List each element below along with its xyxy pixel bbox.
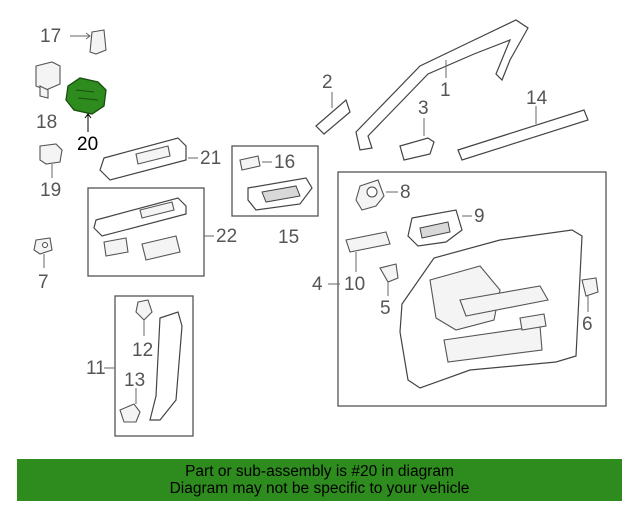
banner-line-1: Part or sub-assembly is #20 in diagram — [185, 463, 454, 480]
part-19: 19 — [39, 143, 63, 201]
callout-3: 3 — [418, 98, 429, 119]
part-7: 7 — [33, 237, 53, 293]
callout-18: 18 — [36, 112, 57, 133]
callout-1: 1 — [440, 80, 451, 101]
banner-line-2: Diagram may not be specific to your vehi… — [169, 480, 470, 497]
callout-2: 2 — [322, 72, 333, 93]
part-21: 21 — [99, 137, 221, 181]
part-3: 3 — [399, 98, 435, 161]
callout-16: 16 — [274, 152, 295, 173]
part-11-group: 12 13 11 — [86, 295, 194, 437]
callout-8: 8 — [400, 182, 411, 203]
callout-5: 5 — [380, 298, 391, 319]
part-18: 18 — [35, 61, 61, 133]
part-15-group: 16 15 — [231, 145, 319, 248]
part-1: 1 — [355, 19, 529, 151]
callout-6: 6 — [582, 314, 593, 335]
callout-21: 21 — [200, 148, 221, 169]
callout-22: 22 — [216, 226, 237, 247]
callout-10: 10 — [344, 274, 365, 295]
callout-13: 13 — [124, 370, 145, 391]
callout-9: 9 — [474, 206, 485, 227]
callout-14: 14 — [526, 88, 548, 109]
part-14: 14 — [457, 88, 589, 161]
callout-20: 20 — [77, 134, 98, 155]
callout-17: 17 — [40, 26, 61, 47]
parts-diagram: 17 18 20 19 7 21 — [33, 19, 607, 437]
callout-15: 15 — [278, 227, 299, 248]
info-banner: Part or sub-assembly is #20 in diagram D… — [17, 459, 622, 501]
callout-11: 11 — [86, 358, 106, 379]
callout-4: 4 — [312, 274, 323, 295]
door-panel-group: 8 9 10 4 5 6 — [312, 171, 607, 407]
part-2: 2 — [315, 72, 351, 135]
callout-7: 7 — [38, 272, 49, 293]
part-20-highlighted: 20 — [65, 77, 107, 155]
part-17: 17 — [40, 26, 107, 55]
callout-12: 12 — [132, 340, 153, 361]
callout-19: 19 — [40, 180, 61, 201]
part-22-group: 22 — [87, 187, 237, 277]
